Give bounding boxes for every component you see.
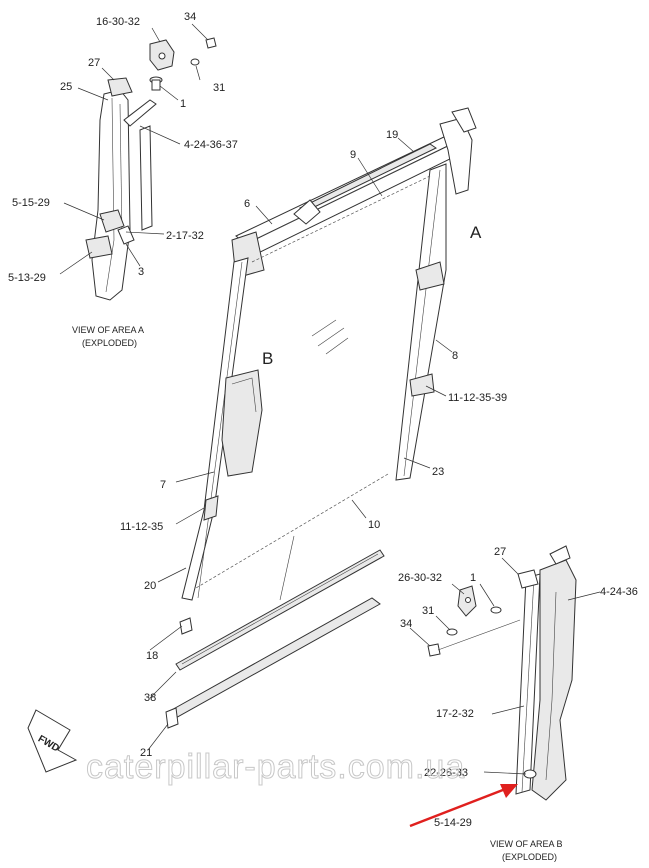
caption-area-a-subtitle: (EXPLODED) <box>82 338 137 348</box>
callout-a-25: 25 <box>60 81 72 93</box>
callout-b-27: 27 <box>494 546 506 558</box>
caption-area-b-subtitle: (EXPLODED) <box>502 852 557 862</box>
callout-7: 7 <box>160 479 166 491</box>
callout-19: 19 <box>386 129 398 141</box>
callout-a-3: 3 <box>138 266 144 278</box>
area-b-exploded-view: 27 26-30-32 1 4-24-36 31 34 17-2-32 22-2… <box>398 545 638 862</box>
callout-11-12-35: 11-12-35 <box>120 521 163 533</box>
callout-21: 21 <box>140 747 152 759</box>
callout-b-26-30-32: 26-30-32 <box>398 572 442 584</box>
caption-area-b-title: VIEW OF AREA B <box>490 839 563 849</box>
callout-a-31: 31 <box>213 82 225 94</box>
callout-a-5-13-29: 5-13-29 <box>8 272 46 284</box>
callout-b-34: 34 <box>400 618 412 630</box>
callout-23: 23 <box>432 466 444 478</box>
callout-a-34: 34 <box>184 11 196 23</box>
area-a-exploded-view: 16-30-32 34 27 31 25 1 4-24-36-37 5-15-2… <box>8 11 238 348</box>
caption-area-a-title: VIEW OF AREA A <box>72 325 144 335</box>
callout-b-31: 31 <box>422 605 434 617</box>
area-a-marker: A <box>470 223 482 242</box>
callout-11-12-35-39: 11-12-35-39 <box>448 392 507 404</box>
callout-6: 6 <box>244 198 250 210</box>
area-b-marker: B <box>262 349 273 368</box>
callout-18: 18 <box>146 650 158 662</box>
callout-9: 9 <box>350 149 356 161</box>
callout-b-4-24-36: 4-24-36 <box>600 586 638 598</box>
callout-a-4-24-36-37: 4-24-36-37 <box>184 139 238 151</box>
red-pointer-arrow <box>409 784 518 828</box>
callout-b-5-14-29: 5-14-29 <box>434 817 472 829</box>
callout-8: 8 <box>452 350 458 362</box>
forward-direction-arrow: FWD <box>27 709 78 773</box>
watermark-text: caterpillar-parts.com.ua <box>86 748 465 786</box>
callout-a-1: 1 <box>180 98 186 110</box>
callout-38: 38 <box>144 692 156 704</box>
callout-a-2-17-32: 2-17-32 <box>166 230 204 242</box>
callout-b-1: 1 <box>470 572 476 584</box>
callout-a-27: 27 <box>88 57 100 69</box>
callout-a-16-30-32: 16-30-32 <box>96 16 140 28</box>
callout-20: 20 <box>144 580 156 592</box>
callout-a-5-15-29: 5-15-29 <box>12 197 50 209</box>
callout-10: 10 <box>368 519 380 531</box>
main-window-frame: FWD 19 9 6 A B 8 11-12-35-39 23 7 10 11-… <box>27 107 507 773</box>
callout-b-22-28-33: 22-28-33 <box>424 767 468 779</box>
callout-b-17-2-32: 17-2-32 <box>436 708 474 720</box>
